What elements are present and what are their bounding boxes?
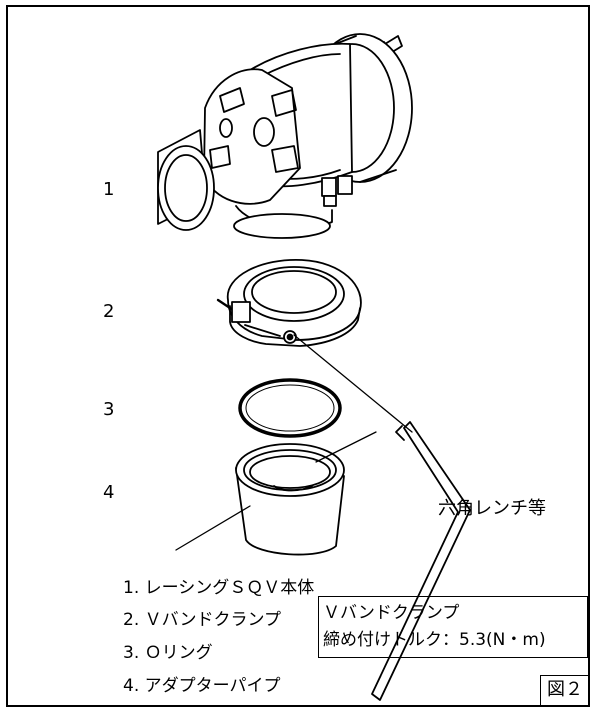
legend-item-3: 3. Ｏリング (123, 643, 213, 663)
callout-4: 4 (103, 482, 115, 503)
spec-title: Ｖバンドクランプ (323, 603, 460, 623)
figure-label: 図２ (540, 675, 590, 707)
tool-label: 六角レンチ等 (438, 498, 546, 519)
legend-item-4: 4. アダプターパイプ (123, 676, 281, 696)
figure-frame (6, 5, 590, 707)
torque-spec-box: Ｖバンドクランプ 締め付けトルク：5.3(N・m) (318, 596, 588, 658)
legend-item-1: 1. レーシングＳＱＶ本体 (123, 578, 315, 598)
adapter-pipe (235, 443, 345, 556)
o-ring (238, 378, 342, 438)
callout-3: 3 (103, 399, 115, 420)
legend-item-2: 2. Ｖバンドクランプ (123, 610, 281, 630)
leader-lines (175, 334, 413, 551)
sqv-valve-body (157, 33, 413, 239)
hex-wrench (371, 421, 471, 701)
callout-1: 1 (103, 179, 115, 200)
callout-2: 2 (103, 301, 115, 322)
v-band-clamp (216, 259, 362, 347)
spec-torque: 締め付けトルク：5.3(N・m) (323, 630, 546, 650)
